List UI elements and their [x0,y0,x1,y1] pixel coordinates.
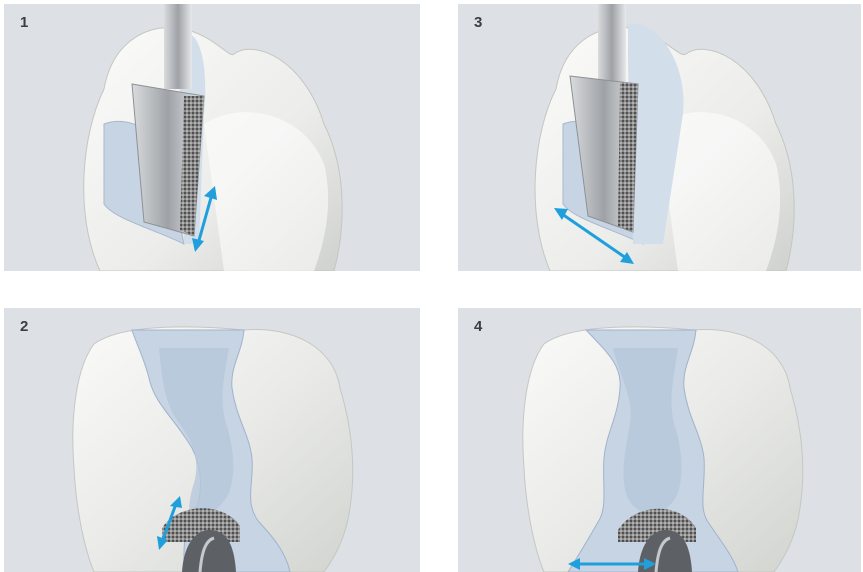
tooth-preparation-side-illustration [4,4,420,271]
illustration-panel-1: 1 [4,4,420,271]
panel-number: 1 [20,14,28,31]
illustration-panel-2: 2 [4,308,420,572]
illustration-panel-3: 3 [458,4,861,271]
bur-shank [598,4,626,89]
tooth-preparation-side-illustration [458,4,861,271]
panel-number: 3 [474,14,482,31]
panel-number: 2 [20,318,28,335]
panel-number: 4 [474,318,482,335]
tooth-preparation-occlusal-illustration [4,308,420,572]
illustration-panel-4: 4 [458,308,861,572]
bur-shank [164,4,192,89]
tooth-preparation-occlusal-illustration [458,308,861,572]
